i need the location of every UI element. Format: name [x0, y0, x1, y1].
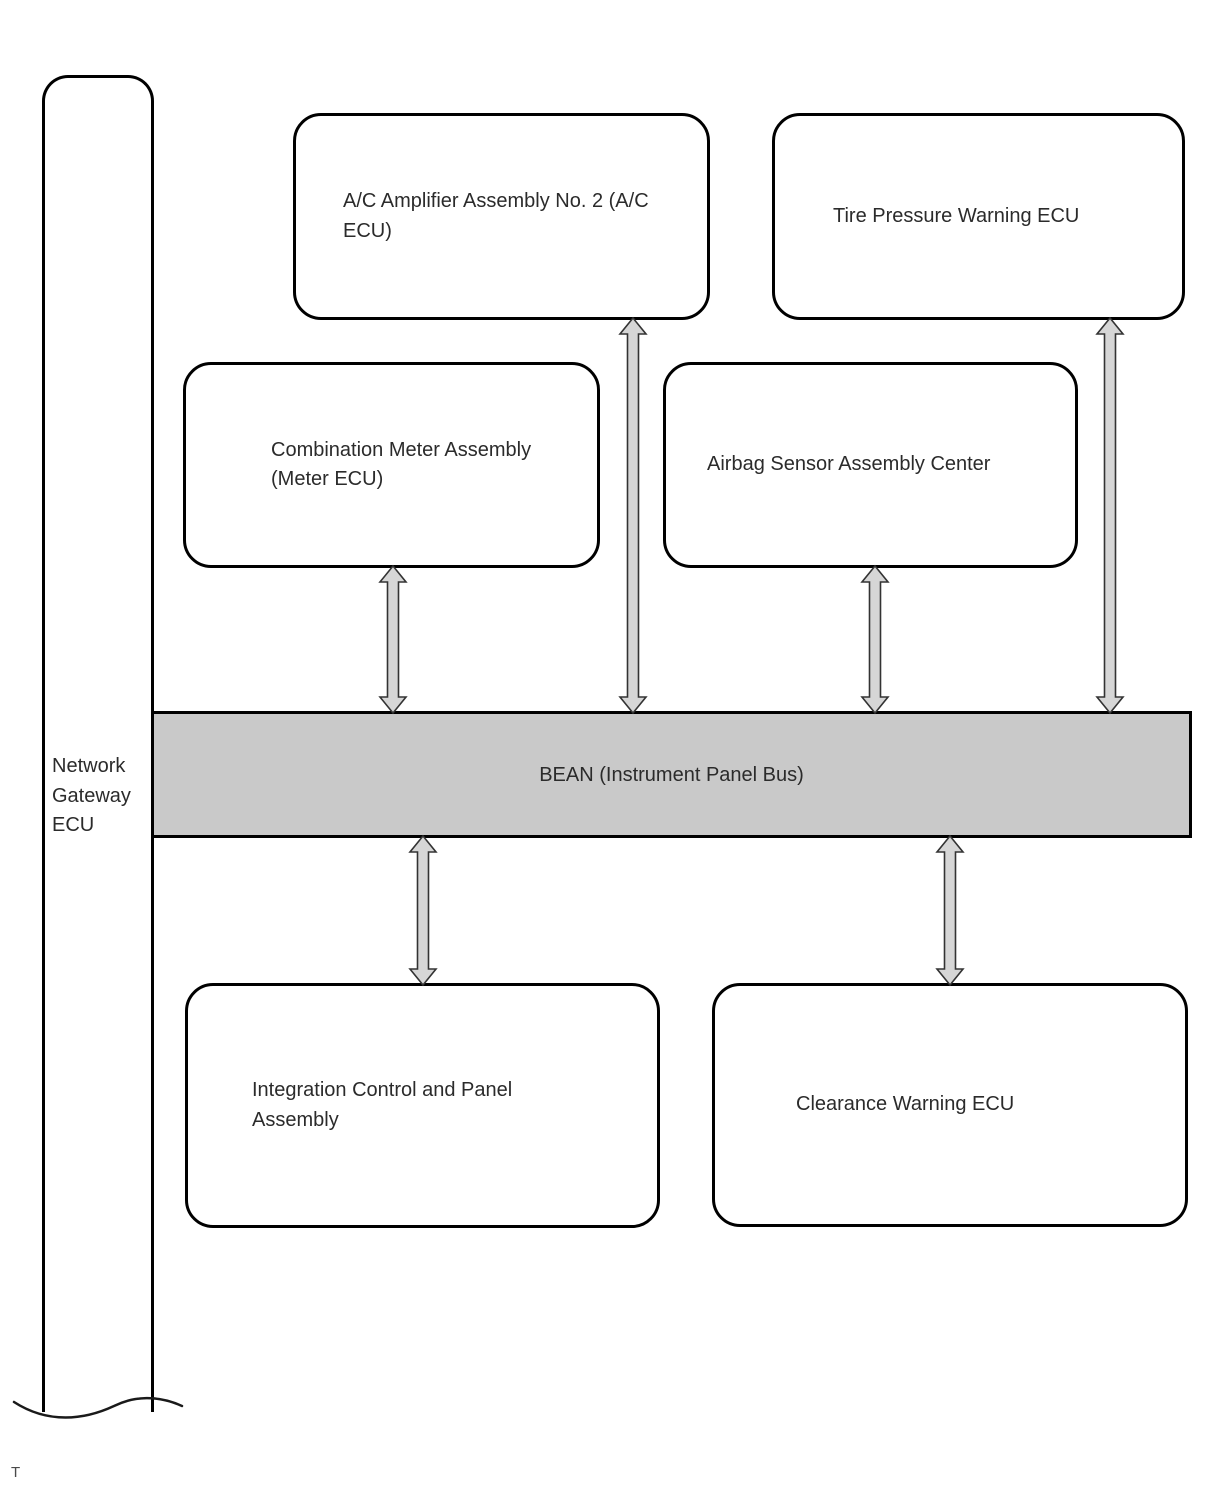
node-integration-control-panel-label: Integration Control and Panel Assembly — [252, 1079, 513, 1131]
node-tire-pressure-warning-label: Tire Pressure Warning ECU — [833, 204, 1080, 227]
node-ac-amplifier: A/C Amplifier Assembly No. 2 (A/C ECU) — [293, 113, 710, 320]
node-combination-meter: Combination Meter Assembly (Meter ECU) — [183, 362, 600, 568]
node-integration-control-panel: Integration Control and Panel Assembly — [185, 983, 660, 1228]
arrow-combination-meter-bus — [378, 564, 408, 715]
node-clearance-warning-label: Clearance Warning ECU — [796, 1093, 1015, 1116]
bean-bus-label: BEAN (Instrument Panel Bus) — [539, 763, 804, 786]
arrow-airbag-sensor-bus — [860, 564, 890, 715]
arrow-ac-amplifier-bus — [618, 316, 648, 715]
node-airbag-sensor-center: Airbag Sensor Assembly Center — [663, 362, 1078, 568]
arrow-tire-pressure-bus — [1095, 316, 1125, 715]
network-gateway-ecu-box — [42, 75, 154, 1412]
node-clearance-warning: Clearance Warning ECU — [712, 983, 1188, 1227]
node-airbag-sensor-center-label: Airbag Sensor Assembly Center — [707, 453, 991, 476]
network-gateway-ecu-label: Network Gateway ECU — [52, 755, 131, 836]
bean-bus-bar: BEAN (Instrument Panel Bus) — [154, 711, 1192, 838]
node-tire-pressure-warning: Tire Pressure Warning ECU — [772, 113, 1185, 320]
footnote-text: T — [11, 1464, 21, 1481]
arrow-integration-control-bus — [408, 834, 438, 987]
node-ac-amplifier-label: A/C Amplifier Assembly No. 2 (A/C ECU) — [343, 190, 649, 242]
node-combination-meter-label: Combination Meter Assembly (Meter ECU) — [271, 438, 532, 491]
arrow-clearance-warning-bus — [935, 834, 965, 987]
